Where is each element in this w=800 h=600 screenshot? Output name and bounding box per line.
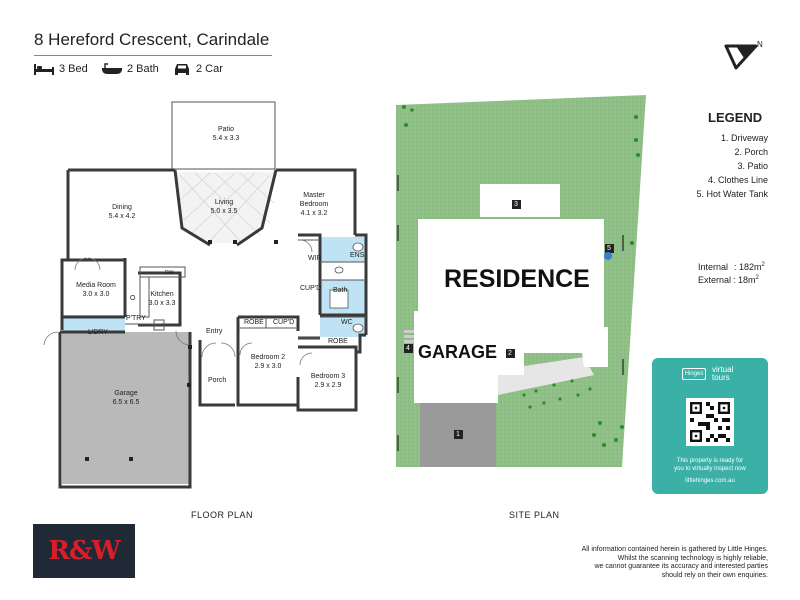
cars-label: 2 Car [196, 63, 223, 75]
site-marker-5: 5 [607, 245, 611, 252]
room-laundry: L'DRY [88, 329, 108, 336]
room-cupd-1: CUP'D [300, 285, 322, 292]
agency-logo: R&W [33, 524, 135, 578]
room-entry: Entry [206, 328, 223, 335]
floor-plan-drawing [43, 101, 368, 489]
appliance-dw: DW [165, 270, 174, 276]
room-cupd-2: CUP'D [273, 319, 295, 326]
site-plan-drawing [396, 95, 646, 467]
site-marker-2: 2 [508, 350, 512, 357]
appliance-oven: O [130, 295, 136, 302]
disclaimer: All information contained herein is gath… [581, 546, 768, 579]
qr-code-icon[interactable] [686, 398, 734, 446]
bed-icon [34, 64, 54, 75]
room-pantry: P'TRY [126, 315, 146, 322]
site-marker-4: 4 [406, 345, 410, 352]
room-wir: WIR [308, 255, 322, 262]
internal-area: Internal: 182m2 [698, 262, 765, 272]
baths-label: 2 Bath [127, 63, 159, 75]
hinges-badge: Hinges [682, 368, 706, 380]
site-plan-caption: SITE PLAN [509, 510, 560, 520]
room-porch: Porch [208, 377, 227, 384]
virtual-tour-url[interactable]: littlehinges.com.au [685, 478, 735, 484]
site-marker-3: 3 [514, 201, 518, 208]
floor-plan-caption: FLOOR PLAN [191, 510, 254, 520]
legend-item: 3. Patio [737, 161, 768, 171]
north-label: N [757, 40, 763, 49]
cars-feature: 2 Car [173, 62, 223, 76]
north-arrow-icon [724, 44, 758, 70]
legend-list: 1. Driveway 2. Porch 3. Patio 4. Clothes… [648, 133, 768, 203]
beds-feature: 3 Bed [34, 62, 88, 76]
car-icon [175, 64, 189, 75]
site-marker-1: 1 [456, 431, 460, 438]
site-plan: 3 1 2 4 5 RESIDENCE GARAGE [394, 95, 650, 470]
residence-label: RESIDENCE [444, 265, 590, 293]
garage-site-label: GARAGE [418, 342, 498, 362]
title-divider [34, 55, 272, 56]
room-ens: ENS [350, 252, 365, 259]
external-area: External: 18m2 [698, 275, 759, 285]
legend-item: 1. Driveway [720, 133, 768, 143]
legend-item: 4. Clothes Line [707, 175, 768, 185]
legend-item: 2. Porch [734, 147, 768, 157]
room-wc: WC [341, 319, 353, 326]
property-address: 8 Hereford Crescent, Carindale [34, 30, 270, 49]
legend-title: LEGEND [708, 110, 763, 125]
room-bath: Bath [333, 287, 348, 294]
bath-icon [102, 63, 122, 74]
baths-feature: 2 Bath [102, 62, 159, 76]
legend-item: 5. Hot Water Tank [696, 189, 768, 199]
room-robe-1: ROBE [244, 319, 264, 326]
beds-label: 3 Bed [59, 63, 88, 75]
room-robe-2: ROBE [328, 338, 348, 345]
